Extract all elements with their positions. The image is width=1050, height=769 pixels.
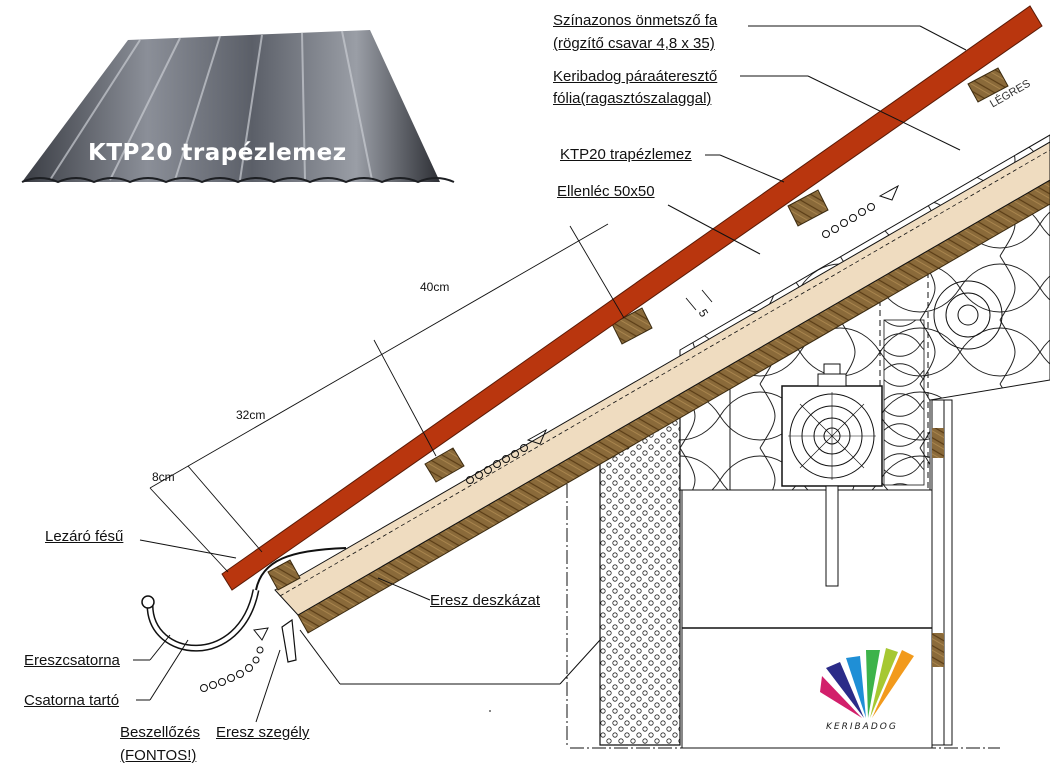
breathable-membrane <box>274 141 1050 616</box>
dimension-lines <box>149 223 713 573</box>
keribadog-logo <box>820 648 914 718</box>
purlin-beam <box>781 363 883 587</box>
counter-battens <box>267 67 1009 591</box>
label-eaves-trim: Eresz szegély <box>216 724 310 741</box>
label-ventilation-line1: Beszellőzés <box>120 724 201 741</box>
trapezoid-sheet-thumbnail <box>21 30 455 184</box>
thumbnail-title: KTP20 trapézlemez <box>88 140 347 166</box>
label-screw-line2: (rögzítő csavar 4,8 x 35) <box>553 35 715 52</box>
label-closure-comb: Lezáró fésű <box>45 528 124 545</box>
rafter-end-grain <box>933 280 1003 350</box>
label-foil-line2: fólia(ragasztószalaggal) <box>553 90 712 107</box>
leader-lines <box>133 25 967 723</box>
label-ktp20-sheet: KTP20 trapézlemez <box>560 146 692 163</box>
dimension-32cm: 32cm <box>236 408 266 422</box>
label-foil-line1: Keribadog páraáteresztő <box>553 68 718 85</box>
label-ventilation-line2: (FONTOS!) <box>120 747 197 764</box>
label-screw-line1: Színazonos önmetsző fa <box>553 12 718 29</box>
label-gutter: Ereszcsatorna <box>24 652 120 669</box>
dimension-40cm: 40cm <box>420 280 450 294</box>
dimension-8cm: 8cm <box>152 470 175 484</box>
logo-wordmark: KERIBADOG <box>826 722 898 732</box>
label-gutter-holder: Csatorna tartó <box>24 692 120 709</box>
ktp20-sheet-section <box>221 5 1043 591</box>
label-eaves-boarding: Eresz deszkázat <box>430 592 541 609</box>
gutter <box>141 547 347 663</box>
ventilation-arrows <box>200 184 900 692</box>
label-counter-batten: Ellenléc 50x50 <box>557 183 655 200</box>
